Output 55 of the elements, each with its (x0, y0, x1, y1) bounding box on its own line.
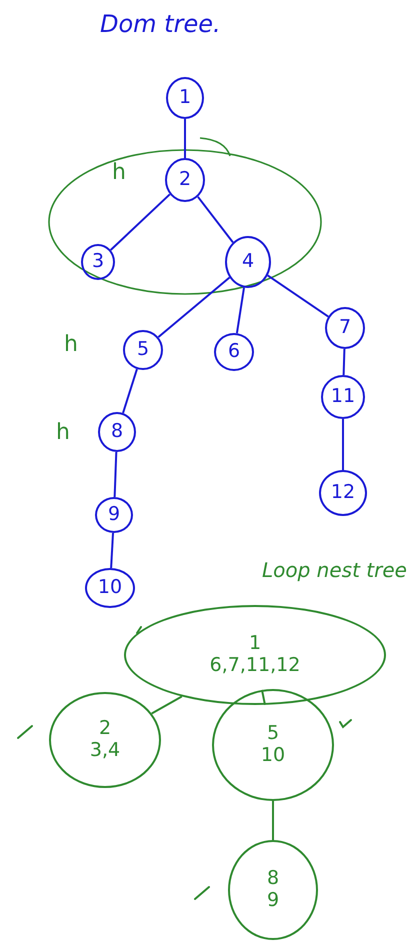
node-label: 2 (98, 718, 112, 740)
node-label: 3,4 (90, 740, 120, 762)
node-circle (81, 244, 115, 280)
loop-ellipse (124, 605, 386, 705)
tree-edge (261, 690, 266, 706)
tree-edge (236, 287, 245, 334)
annotation-mark: h (64, 332, 78, 357)
node-label: 2 (178, 169, 192, 191)
annotation-mark: h (112, 160, 126, 185)
node-label: 11 (330, 386, 356, 408)
node-circle (166, 77, 204, 119)
tree-edge (151, 696, 182, 714)
node-label: 5 (266, 723, 280, 745)
tree-edge (342, 348, 346, 376)
node-label: 8 (266, 868, 280, 890)
node-circle (98, 412, 136, 452)
node-label: 6,7,11,12 (210, 655, 300, 677)
diagram-title: Dom tree. (100, 10, 221, 38)
tree-edge (122, 368, 138, 414)
node-label: 10 (98, 577, 122, 599)
node-label: 5 (136, 339, 150, 361)
node-label: 1 (178, 87, 192, 109)
node-label: 9 (266, 890, 280, 912)
node-label: 12 (330, 482, 356, 504)
node-circle (321, 375, 365, 419)
node-circle (85, 568, 135, 608)
tree-edge (114, 452, 118, 498)
tree-edge (342, 419, 344, 470)
node-label: 7 (338, 317, 352, 339)
loop-ellipse (49, 692, 161, 788)
node-label: 10 (260, 745, 286, 767)
node-label: 4 (242, 251, 254, 273)
node-circle (165, 158, 205, 202)
tree-edge (110, 532, 114, 568)
node-label: 9 (108, 504, 120, 526)
tree-edge (184, 119, 186, 158)
node-circle (95, 497, 133, 533)
tree-edge (272, 801, 274, 840)
annotation-mark: h (56, 420, 70, 445)
section-heading: Loop nest tree (262, 558, 407, 582)
tree-edge (197, 196, 234, 243)
tree-edge (110, 194, 170, 251)
node-label: 6 (228, 341, 240, 363)
loop-ellipse (212, 689, 334, 801)
node-label: 1 (248, 633, 262, 655)
tree-edge (158, 276, 230, 338)
node-circle (325, 307, 365, 349)
node-circle (319, 470, 367, 516)
node-circle (225, 236, 271, 288)
tree-edge (267, 274, 329, 318)
node-circle (214, 333, 254, 371)
node-label: 8 (110, 421, 124, 443)
node-label: 3 (92, 251, 104, 273)
node-circle (123, 330, 163, 370)
loop-ellipse (228, 840, 318, 940)
